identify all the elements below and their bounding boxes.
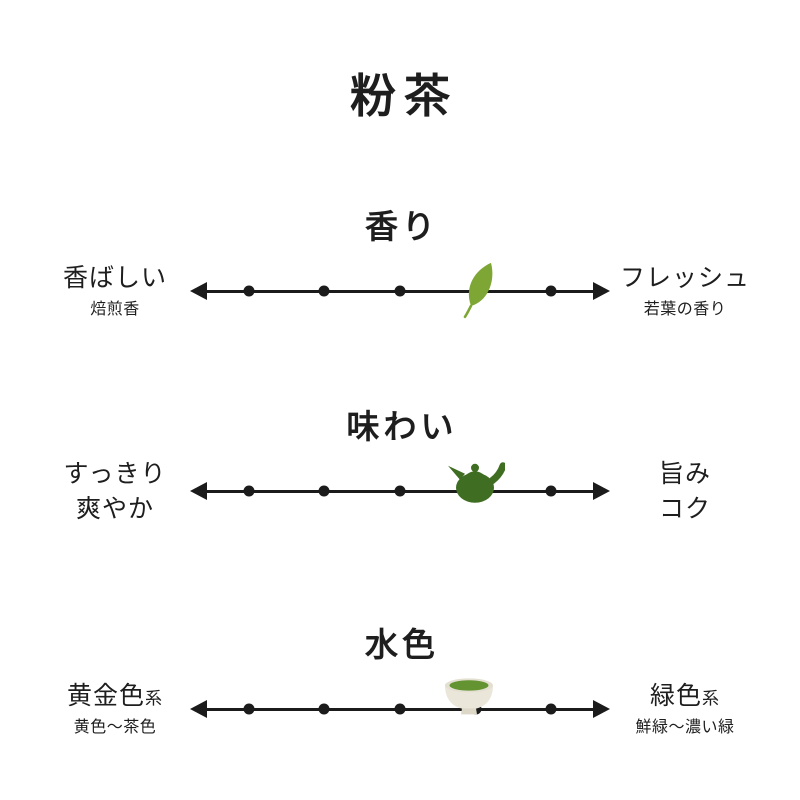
aroma-right-label: フレッシュ 若葉の香り (610, 262, 760, 320)
right-arrow-icon (593, 282, 610, 300)
teapot-icon (447, 459, 505, 505)
scale-dot (394, 285, 406, 297)
scale-dot (394, 485, 406, 497)
scale-dot (545, 703, 557, 715)
taste-left-label: すっきり 爽やか (40, 456, 190, 526)
aroma-scale-track (190, 248, 610, 334)
taste-right-line1: 旨み (658, 459, 711, 488)
scale-dot (243, 485, 255, 497)
color-right-main: 緑色 (649, 680, 702, 710)
scale-heading-taste: 味わい (346, 407, 458, 446)
scale-dot (243, 703, 255, 715)
scale-heading-aroma: 香り (365, 207, 439, 246)
scale-heading-color: 水色 (365, 625, 439, 664)
taste-right-line2: コク (658, 494, 711, 523)
scale-row-aroma: 香ばしい 焙煎香 フレッシュ (0, 248, 800, 334)
aroma-right-label-sub: 若葉の香り (643, 299, 727, 319)
right-arrow-icon (593, 700, 610, 718)
color-right-label-text: 緑色系 (610, 680, 760, 713)
color-scale-track (190, 666, 610, 752)
scale-section-taste: 味わい すっきり 爽やか (0, 400, 800, 534)
aroma-right-label-text: フレッシュ (619, 262, 750, 292)
scale-dot (394, 703, 406, 715)
aroma-left-label: 香ばしい 焙煎香 (40, 262, 190, 320)
scale-dot (318, 703, 330, 715)
taste-left-line1: すっきり (63, 459, 167, 488)
taste-scale-track (190, 448, 610, 534)
aroma-left-label-sub: 焙煎香 (90, 299, 140, 319)
scale-dot (318, 485, 330, 497)
scale-dot (318, 285, 330, 297)
scale-row-taste: すっきり 爽やか (0, 448, 800, 534)
taste-right-label-text: 旨み コク (610, 456, 760, 526)
tea-bowl-icon (442, 675, 496, 717)
color-right-suffix: 系 (702, 688, 720, 709)
left-arrow-icon (190, 282, 207, 300)
scale-dot (545, 285, 557, 297)
left-arrow-icon (190, 700, 207, 718)
color-right-label-sub: 鮮緑〜濃い緑 (635, 717, 735, 737)
scale-dot (243, 285, 255, 297)
scale-dot (545, 485, 557, 497)
scale-section-color: 水色 黄金色系 黄色〜茶色 (0, 618, 800, 752)
right-arrow-icon (593, 482, 610, 500)
scale-row-color: 黄金色系 黄色〜茶色 (0, 666, 800, 752)
scale-section-aroma: 香り 香ばしい 焙煎香 (0, 200, 800, 334)
color-left-label-sub: 黄色〜茶色 (73, 717, 157, 737)
color-right-label: 緑色系 鮮緑〜濃い緑 (610, 680, 760, 738)
taste-left-label-text: すっきり 爽やか (40, 456, 190, 526)
taste-right-label: 旨み コク (610, 456, 760, 526)
leaf-icon (458, 261, 502, 319)
taste-left-line2: 爽やか (75, 494, 154, 523)
page-title: 粉茶 (350, 69, 458, 123)
aroma-left-label-text: 香ばしい (62, 262, 167, 292)
color-left-suffix: 系 (145, 688, 163, 709)
left-arrow-icon (190, 482, 207, 500)
color-left-label: 黄金色系 黄色〜茶色 (40, 680, 190, 738)
color-left-main: 黄金色 (66, 680, 145, 710)
color-left-label-text: 黄金色系 (40, 680, 190, 713)
